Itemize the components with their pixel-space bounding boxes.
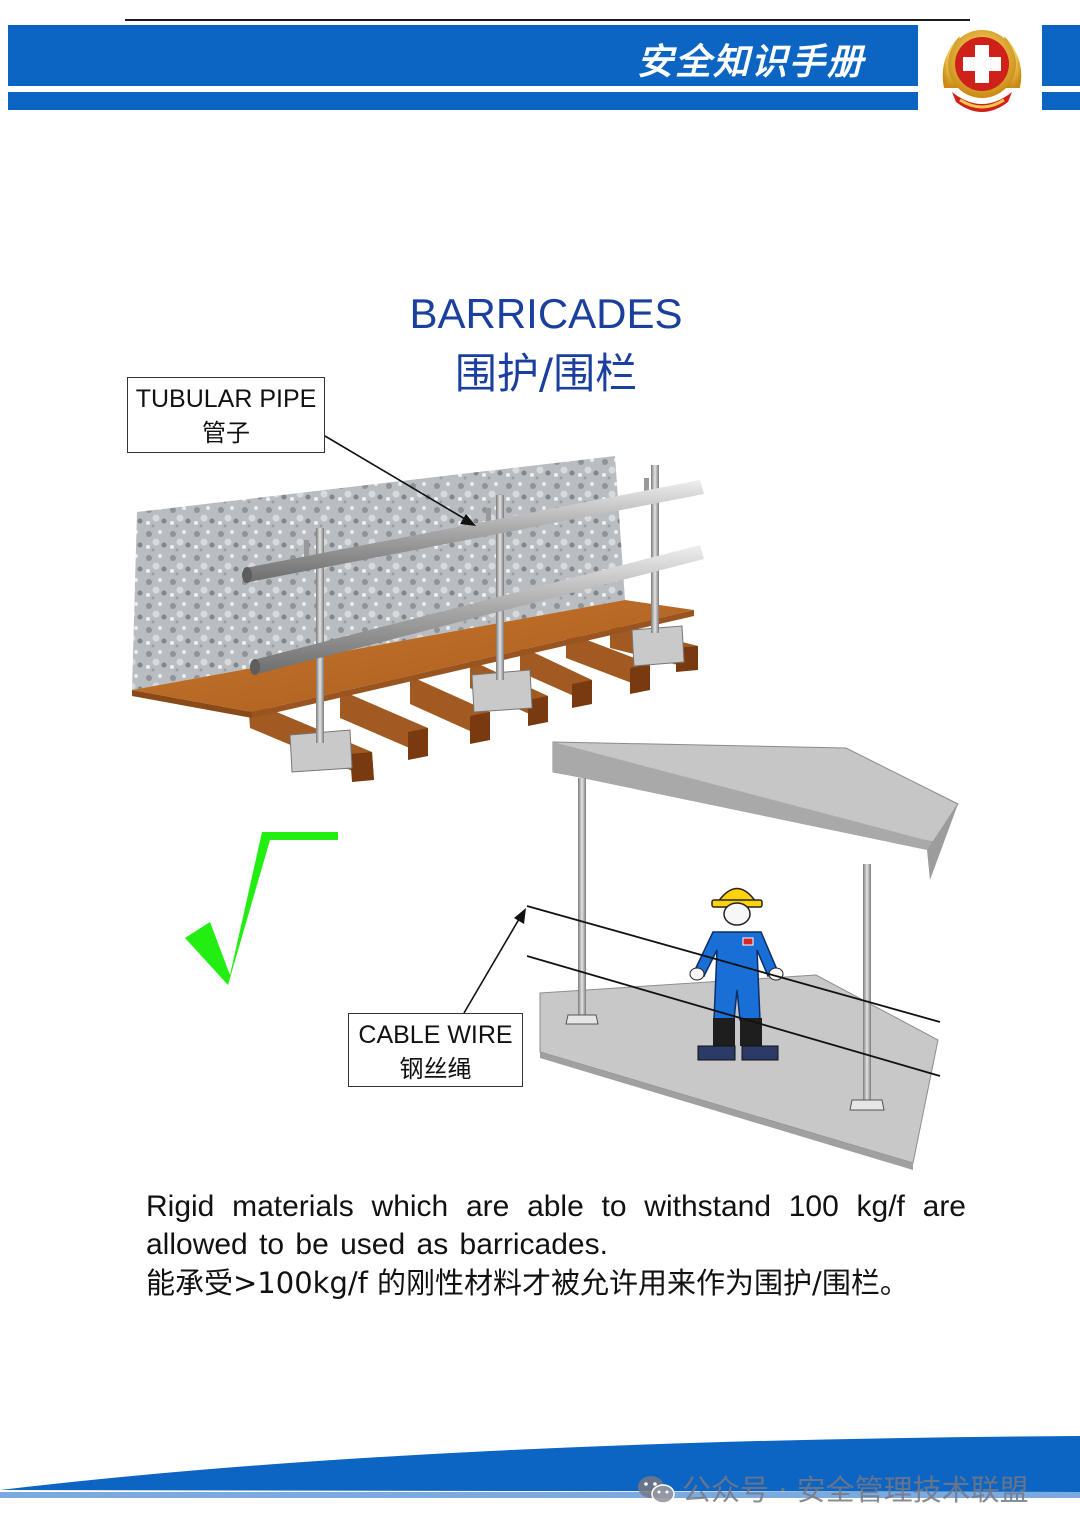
canopy-roof — [552, 741, 959, 880]
pipe-callout-arrow — [324, 435, 471, 523]
cable-wires — [526, 905, 941, 1077]
page-title-cn: 围护/围栏 — [454, 349, 638, 398]
barricade-posts — [304, 465, 659, 743]
safety-cross-emblem-icon — [942, 30, 1022, 112]
post-bases — [289, 625, 685, 773]
watermark-text: 公众号 · 安全管理技术联盟 — [682, 1473, 1029, 1507]
tubular-pipes — [242, 480, 704, 675]
watermark: 公众号 · 安全管理技术联盟 — [636, 1467, 1029, 1509]
description: Rigid materials which are able to withst… — [146, 1188, 966, 1302]
header-bar-right-lower — [1042, 92, 1080, 110]
cable-wire-label: CABLE WIRE — [358, 1021, 513, 1049]
tubular-pipe-label: TUBULAR PIPE — [135, 385, 317, 413]
cable-wire-callout: CABLE WIRE 钢丝绳 — [348, 1013, 523, 1087]
tubular-pipe-label-cn: 管子 — [202, 419, 250, 447]
tubular-pipe-callout: TUBULAR PIPE 管子 — [127, 377, 325, 453]
header-title: 安全知识手册 — [636, 42, 865, 83]
header-bar-lower — [8, 92, 918, 110]
description-en: Rigid materials which are able to withst… — [146, 1190, 966, 1261]
canopy-posts — [565, 778, 885, 1111]
plywood-deck — [132, 600, 694, 718]
concrete-slab — [539, 974, 939, 1170]
cable-wire-label-cn: 钢丝绳 — [399, 1055, 472, 1083]
header-rule — [125, 19, 970, 21]
wechat-icon — [638, 1476, 675, 1504]
header-bar — [8, 25, 918, 86]
wire-callout-arrow — [463, 913, 523, 1014]
worker-figure — [689, 887, 784, 1061]
header-bar-right — [1042, 25, 1080, 86]
green-check-icon — [185, 832, 338, 985]
page-title: BARRICADES — [409, 290, 683, 337]
description-cn: 能承受>100kg/f 的刚性材料才被允许用来作为围护/围栏。 — [146, 1266, 909, 1300]
footer-wave — [0, 1436, 1080, 1492]
